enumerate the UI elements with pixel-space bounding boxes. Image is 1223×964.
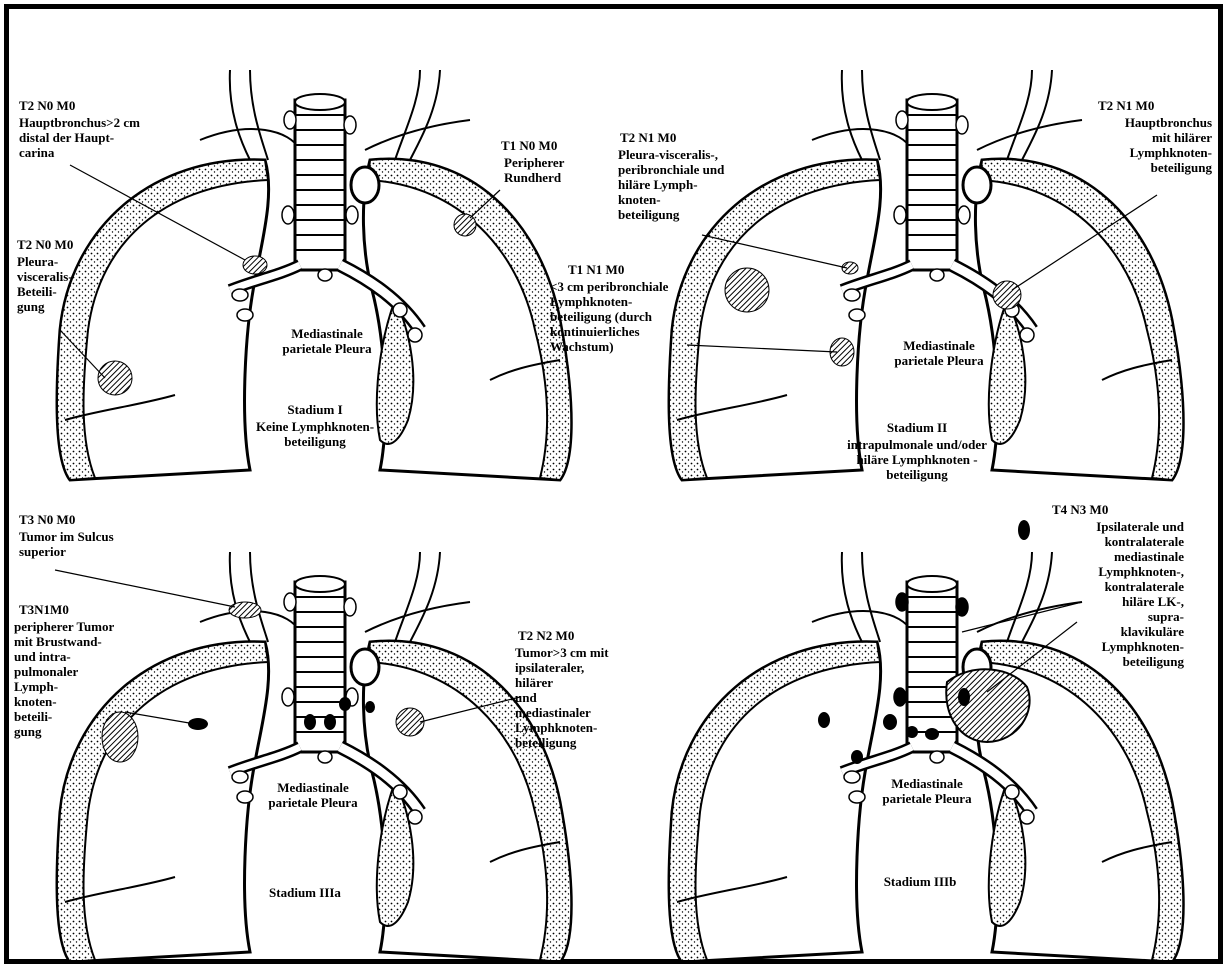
- stage-iiib-title: Stadium IIIb: [855, 874, 985, 889]
- stage-iiia-title: Stadium IIIa: [240, 885, 370, 900]
- tumor-central: [243, 256, 267, 274]
- tumor-pleura-ii: [725, 268, 769, 312]
- stage-i-title: Stadium I: [250, 402, 380, 417]
- tumor-pleura: [98, 361, 132, 395]
- t2n2m0-code: T2 N2 M0: [518, 628, 574, 643]
- t2n1m0-left-text: Pleura-visceralis-, peribronchiale und h…: [618, 147, 724, 222]
- t2n0m0-main-code: T2 N0 M0: [19, 98, 75, 113]
- pleura-label-ii: Mediastinale parietale Pleura: [874, 338, 1004, 368]
- t3n0m0-code: T3 N0 M0: [19, 512, 75, 527]
- panel-stage-iiib: T4 N3 M0 Ipsilaterale und kontralaterale…: [612, 482, 1223, 960]
- tumor-peripheral: [454, 214, 476, 236]
- t2n0m0-pleura-text: Pleura- visceralis- Beteili- gung: [17, 254, 73, 314]
- t1n0m0-text: Peripherer Rundherd: [504, 155, 564, 185]
- lung-drawing-stage-ii: [612, 0, 1223, 482]
- t2n1m0-left-code: T2 N1 M0: [620, 130, 676, 145]
- stage-ii-title: Stadium II: [852, 420, 982, 435]
- t2n1m0-right-text: Hauptbronchus mit hilärer Lymphknoten- b…: [1082, 115, 1212, 175]
- pleura-label-iiia: Mediastinale parietale Pleura: [248, 780, 378, 810]
- t1n0m0-code: T1 N0 M0: [501, 138, 557, 153]
- t2n1m0-right-code: T2 N1 M0: [1098, 98, 1154, 113]
- stage-ii-desc: intrapulmonale und/oder hiläre Lymphknot…: [812, 437, 1022, 482]
- t3n1m0-code: T3N1M0: [19, 602, 69, 617]
- t2n0m0-main-text: Hauptbronchus>2 cm distal der Haupt- car…: [19, 115, 140, 160]
- t3n0m0-text: Tumor im Sulcus superior: [19, 529, 114, 559]
- t4n3m0-text: Ipsilaterale und kontralaterale mediasti…: [1022, 519, 1184, 669]
- pleura-label-iiib: Mediastinale parietale Pleura: [862, 776, 992, 806]
- t2n2m0-text: Tumor>3 cm mit ipsilateraler, hilärer un…: [515, 645, 612, 750]
- stage-i-desc: Keine Lymphknoten- beteiligung: [215, 419, 415, 449]
- t2n0m0-pleura-code: T2 N0 M0: [17, 237, 73, 252]
- t3n1m0-text: peripherer Tumor mit Brustwand- und intr…: [14, 619, 114, 739]
- panel-stage-i: T2 N0 M0 Hauptbronchus>2 cm distal der H…: [0, 0, 612, 482]
- tumor-hilar-ii: [993, 281, 1021, 309]
- pleura-label-i: Mediastinale parietale Pleura: [262, 326, 392, 356]
- t4n3m0-code: T4 N3 M0: [1052, 502, 1108, 517]
- panel-stage-ii: T2 N1 M0 Pleura-visceralis-, peribronchi…: [612, 0, 1223, 482]
- panel-stage-iiia: T3 N0 M0 Tumor im Sulcus superior T3N1M0…: [0, 482, 612, 960]
